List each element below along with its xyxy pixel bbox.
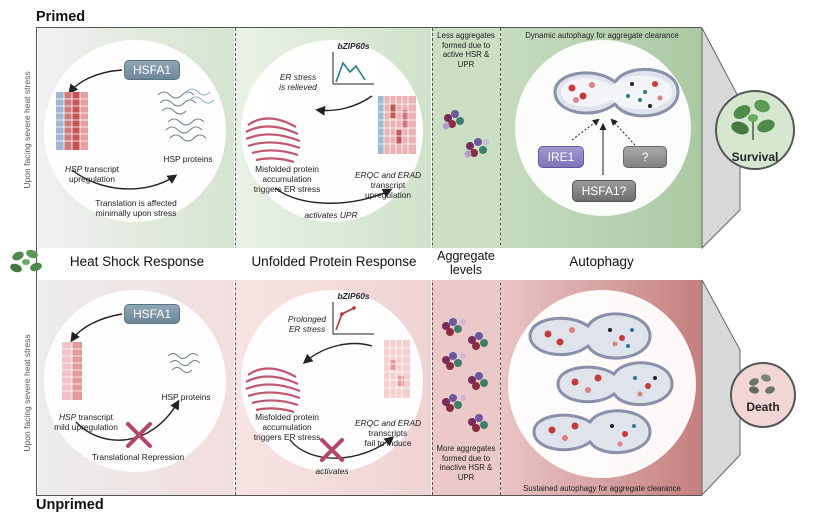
band-label-autophagy: Autophagy xyxy=(569,254,634,269)
bzip60-primed-line xyxy=(335,61,366,83)
survival-label: Survival xyxy=(731,150,779,164)
plant-icon-band xyxy=(10,249,42,273)
activates-upr-label: activates UPR xyxy=(304,210,358,220)
band-label-upr: Unfolded Protein Response xyxy=(251,254,417,269)
erqc-label-unprimed: ERQC and ERAD transcripts fail to induce xyxy=(354,418,422,448)
bzip60-label-unprimed: bZIP60s xyxy=(337,291,370,301)
repression-cross xyxy=(126,422,152,448)
label-band xyxy=(38,248,702,280)
plant-icon xyxy=(749,374,775,394)
aggregate-clusters-unprimed xyxy=(442,318,488,432)
erqc-label-primed: ERQC and ERAD transcript upregulation xyxy=(354,170,422,200)
death-outcome: Death xyxy=(730,362,796,428)
erqc-heatmap-primed xyxy=(378,96,416,154)
autophagosome-primed xyxy=(553,67,680,118)
hsp-protein-unprimed xyxy=(167,353,201,373)
frame-top xyxy=(36,27,702,28)
unprimed-title: Unprimed xyxy=(36,497,104,513)
plant-icon xyxy=(731,99,775,140)
aggregate-note-primed: Less aggregates formed due to active HSR… xyxy=(437,31,495,69)
translation-note-unprimed: Translational Repression xyxy=(91,452,185,462)
activates-label-unprimed: activates xyxy=(315,466,349,476)
band-label-hsr: Heat Shock Response xyxy=(69,254,205,269)
activation-cross xyxy=(320,438,344,462)
autophagy-heading-unprimed: Sustained autophagy for aggregate cleara… xyxy=(523,484,681,493)
band-label-aggregate: Aggregate levels xyxy=(437,249,495,277)
hsp-transcript-label-unprimed: HSP transcript mild upregulation xyxy=(54,412,118,432)
death-label: Death xyxy=(746,400,780,414)
hsp-heatmap-primed xyxy=(56,92,88,150)
frame-bottom xyxy=(36,495,702,496)
autophagosomes-unprimed xyxy=(528,312,674,455)
hsfa1-arrow xyxy=(68,69,123,95)
unprimed-aggregate-panel xyxy=(432,280,500,495)
hsfa1-question-pill: HSFA1? xyxy=(572,180,636,202)
er-stress-label-primed: ER stress is relieved xyxy=(279,72,317,92)
hsp-protein-primed xyxy=(157,88,215,142)
aggregate-note-unprimed: More aggregates formed due to inactive H… xyxy=(436,444,496,482)
unknown-pill: ? xyxy=(623,146,667,168)
misfolded-label-primed: Misfolded protein accumulation triggers … xyxy=(253,164,321,194)
hsp-proteins-label-unprimed: HSP proteins xyxy=(161,392,211,402)
ire1-pill: IRE1 xyxy=(538,146,584,168)
hsfa1-pill-unprimed: HSFA1 xyxy=(124,304,180,324)
hsp-proteins-label-primed: HSP proteins xyxy=(163,154,213,164)
autophagy-heading-primed: Dynamic autophagy for aggregate clearanc… xyxy=(525,31,679,40)
hsp-transcript-label-primed: HSP transcript upregulation xyxy=(64,164,119,184)
hsp-heatmap-unprimed xyxy=(62,342,82,400)
aggregate-cluster xyxy=(442,110,489,158)
erqc-heatmap-unprimed xyxy=(384,340,410,398)
er-primed xyxy=(245,117,301,164)
er-unprimed xyxy=(245,367,301,414)
frame-left xyxy=(36,27,37,496)
bzip60-label-primed: bZIP60s xyxy=(337,41,370,51)
primed-title: Primed xyxy=(36,9,86,25)
hsfa1-pill-primed: HSFA1 xyxy=(124,60,180,80)
primed-aggregate-panel xyxy=(432,28,500,248)
translation-note-primed: Translation is affected minimally upon s… xyxy=(95,198,177,218)
misfolded-label-unprimed: Misfolded protein accumulation triggers … xyxy=(253,412,321,442)
er-stress-label-unprimed: Prolonged ER stress xyxy=(287,314,327,334)
